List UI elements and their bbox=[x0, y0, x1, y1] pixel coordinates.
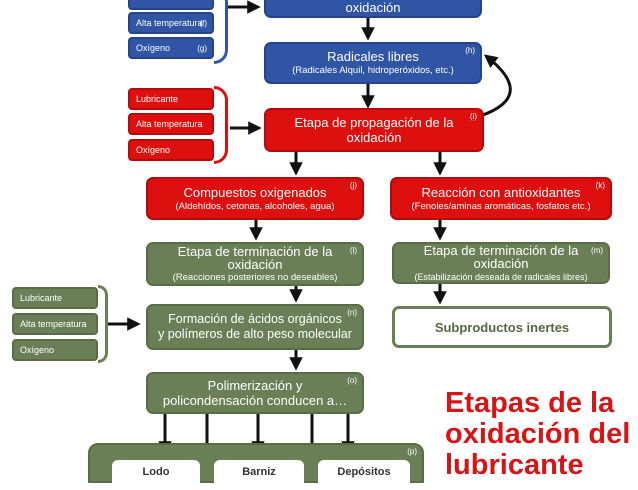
diagram-title: Etapas de la oxidación del lubricante bbox=[445, 387, 631, 481]
box-etapa-terminacion-l: (l) Etapa de terminación de la oxidación… bbox=[146, 242, 364, 286]
box-compuestos-oxigenados: (j) Compuestos oxigenados (Aldehídos, ce… bbox=[146, 177, 364, 220]
box-radicales-libres: (h) Radicales libres (Radicales Alquil, … bbox=[264, 42, 482, 84]
arrow-propagacion-loop bbox=[482, 54, 512, 117]
input-alta-temperatura-green: Alta temperatura bbox=[12, 313, 98, 335]
box-etapa-propagacion: (i) Etapa de propagación de la oxidación bbox=[264, 108, 484, 152]
input-alta-temperatura-red: Alta temperatura bbox=[128, 113, 214, 135]
outcome-barniz: Barniz bbox=[214, 460, 304, 490]
input-lubricante-red: Lubricante bbox=[128, 88, 214, 110]
box-formacion-acidos: (n) Formación de ácidos orgánicos y polí… bbox=[146, 304, 364, 350]
box-etapa-terminacion-m: (m) Etapa de terminación de la oxidación… bbox=[392, 242, 610, 284]
input-lubricante-green: Lubricante bbox=[12, 287, 98, 309]
input-oxigeno-blue: Oxígeno (g) bbox=[128, 37, 214, 59]
box-reaccion-antioxidantes: (k) Reacción con antioxidantes (Fenoles/… bbox=[390, 177, 612, 220]
outcome-lodo: Lodo bbox=[112, 460, 200, 490]
box-subproductos-inertes: Subproductos inertes bbox=[392, 306, 612, 348]
box-oxidacion-top: oxidación bbox=[264, 0, 482, 18]
red-bracket bbox=[214, 86, 228, 164]
input-oxigeno-red: Oxígeno bbox=[128, 139, 214, 161]
green-bracket bbox=[98, 285, 108, 363]
box-polimerizacion: (o) Polimerización y policondensación co… bbox=[146, 372, 364, 414]
input-alta-temperatura-blue: Alta temperatura (f) bbox=[128, 12, 214, 34]
outcome-depositos: Depósitos bbox=[318, 460, 410, 490]
input-oxigeno-green: Oxígeno bbox=[12, 339, 98, 361]
blue-bracket bbox=[214, 0, 228, 64]
input-blue-0 bbox=[128, 0, 214, 10]
